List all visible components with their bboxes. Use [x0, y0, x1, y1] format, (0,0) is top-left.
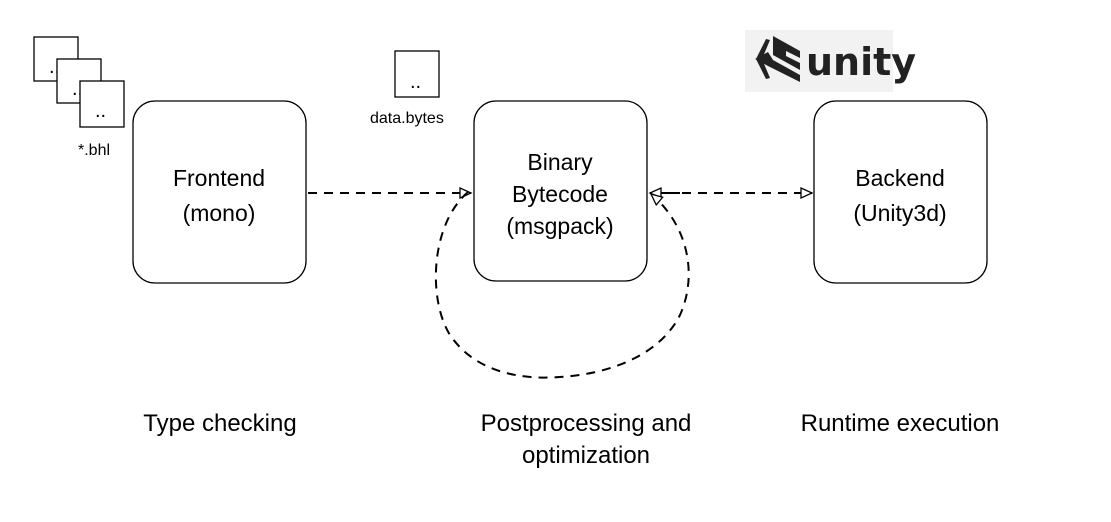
optimization-loop-arrow — [434, 191, 690, 379]
frontend-subtitle: (mono) — [183, 200, 256, 226]
data-file: .. data.bytes — [370, 50, 444, 127]
bytecode-title-line2: Bytecode — [512, 181, 608, 207]
bytecode-caption-line2: optimization — [522, 442, 650, 469]
data-file-doc-label: .. — [410, 71, 421, 93]
frontend-title: Frontend — [173, 165, 265, 191]
backend-node: Backend (Unity3d) — [813, 100, 988, 284]
unity-cube-icon — [755, 36, 800, 82]
data-file-label: data.bytes — [370, 110, 444, 127]
bytecode-title-line1: Binary — [527, 149, 593, 175]
source-files-label: *.bhl — [78, 142, 110, 159]
source-doc-3-label: .. — [95, 100, 106, 122]
bytecode-subtitle: (msgpack) — [506, 213, 613, 239]
unity-wordmark: unity — [806, 40, 916, 84]
bytecode-caption-line1: Postprocessing and — [481, 410, 692, 437]
unity-logo: unity — [745, 30, 916, 92]
source-doc-2-label: .. — [72, 78, 83, 100]
bytecode-node: Binary Bytecode (msgpack) — [473, 100, 648, 282]
backend-title: Backend — [855, 165, 945, 191]
backend-subtitle: (Unity3d) — [853, 200, 946, 226]
frontend-caption: Type checking — [143, 410, 296, 437]
frontend-node: Frontend (mono) — [132, 100, 307, 284]
source-files-stack: .. .. .. *.bhl — [33, 36, 125, 159]
backend-caption: Runtime execution — [801, 410, 1000, 437]
source-doc-1-label: .. — [49, 56, 60, 78]
source-doc-3: .. — [79, 80, 125, 128]
